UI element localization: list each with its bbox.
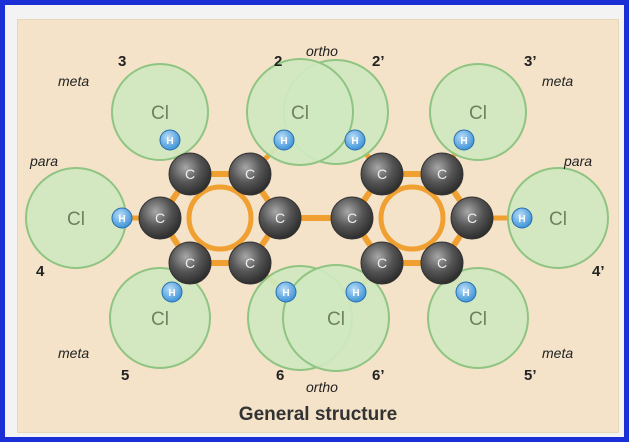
position-number-5-prime: 5’ — [524, 367, 537, 384]
hydrogen-2-prime — [344, 129, 366, 151]
ortho-label-bottom: ortho — [306, 379, 338, 395]
carbon-label: C — [377, 166, 387, 182]
carbon-atom — [138, 196, 182, 240]
position-number-5: 5 — [121, 367, 129, 384]
hydrogen-3-prime — [453, 129, 475, 151]
ortho-label-top: ortho — [306, 43, 338, 59]
carbon-label: C — [347, 210, 357, 226]
hydrogen-3 — [159, 129, 181, 151]
chlorine-2-cloud — [246, 58, 354, 166]
carbon-label: C — [437, 166, 447, 182]
position-number-6-prime: 6’ — [372, 367, 385, 384]
hydrogen-5-prime-label: H — [462, 288, 469, 299]
hydrogen-4-prime — [511, 207, 533, 229]
carbon-label: C — [185, 255, 195, 271]
carbon-label: C — [467, 210, 477, 226]
carbon-atom — [420, 152, 464, 196]
hydrogen-6-prime — [345, 281, 367, 303]
carbon-label: C — [437, 255, 447, 271]
carbon-atom — [360, 241, 404, 285]
para-label-right: para — [563, 153, 592, 169]
chlorine-3-prime-cloud — [429, 63, 527, 161]
chlorine-4-label: Cl — [67, 209, 85, 230]
chlorine-6-prime-label: Cl — [327, 309, 345, 330]
hydrogen-6-prime-label: H — [352, 288, 359, 299]
chlorine-3-cloud — [111, 63, 209, 161]
chlorine-4-prime-label: Cl — [549, 209, 567, 230]
chlorine-4-prime-cloud — [507, 167, 609, 269]
hydrogen-6-label: H — [282, 288, 289, 299]
chlorine-5-label: Cl — [151, 309, 169, 330]
position-number-4-prime: 4’ — [592, 263, 605, 280]
carbon-label: C — [155, 210, 165, 226]
position-number-3: 3 — [118, 53, 126, 70]
position-number-3-prime: 3’ — [524, 53, 537, 70]
chlorine-5-cloud — [109, 267, 211, 369]
position-number-2-prime: 2’ — [372, 53, 385, 70]
hydrogen-6 — [275, 281, 297, 303]
chlorine-2-label: Cl — [291, 103, 309, 124]
hydrogen-3-prime-label: H — [460, 136, 467, 147]
hydrogen-2-prime-label: H — [351, 136, 358, 147]
carbon-atom — [330, 196, 374, 240]
carbon-atom — [168, 241, 212, 285]
position-number-6: 6 — [276, 367, 284, 384]
carbon-label: C — [377, 255, 387, 271]
hydrogen-4-label: H — [118, 214, 125, 225]
carbon-label: C — [185, 166, 195, 182]
carbon-label: C — [245, 166, 255, 182]
hydrogen-4-prime-label: H — [518, 214, 525, 225]
diagram-title: General structure — [239, 404, 397, 425]
hydrogen-4 — [111, 207, 133, 229]
carbon-label: C — [275, 210, 285, 226]
carbon-atom — [420, 241, 464, 285]
carbon-layer: C C C C C C C C C C C C — [138, 152, 494, 285]
chlorine-3-label: Cl — [151, 103, 169, 124]
hydrogen-5-prime — [455, 281, 477, 303]
position-number-2: 2 — [274, 53, 282, 70]
aromatic-ring-right — [378, 184, 446, 252]
carbon-atom — [168, 152, 212, 196]
hydrogen-layer: H H H H H H H H H H — [111, 129, 533, 303]
chlorine-5-prime-label: Cl — [469, 309, 487, 330]
carbon-atom — [360, 152, 404, 196]
hydrogen-3-label: H — [166, 136, 173, 147]
hydrogen-5-label: H — [168, 288, 175, 299]
aromatic-ring-left — [186, 184, 254, 252]
hydrogen-2-label: H — [280, 136, 287, 147]
hydrogen-5 — [161, 281, 183, 303]
carbon-label: C — [245, 255, 255, 271]
position-number-4: 4 — [36, 263, 45, 280]
carbon-atom — [450, 196, 494, 240]
meta-label-bottom-right: meta — [542, 345, 573, 361]
meta-label-top-right: meta — [542, 73, 573, 89]
carbon-atom — [228, 152, 272, 196]
carbon-atom — [228, 241, 272, 285]
chlorine-5-prime-cloud — [427, 267, 529, 369]
carbon-atom — [258, 196, 302, 240]
hydrogen-2 — [273, 129, 295, 151]
chlorine-3-prime-label: Cl — [469, 103, 487, 124]
meta-label-top-left: meta — [58, 73, 89, 89]
para-label-left: para — [29, 153, 58, 169]
meta-label-bottom-left: meta — [58, 345, 89, 361]
